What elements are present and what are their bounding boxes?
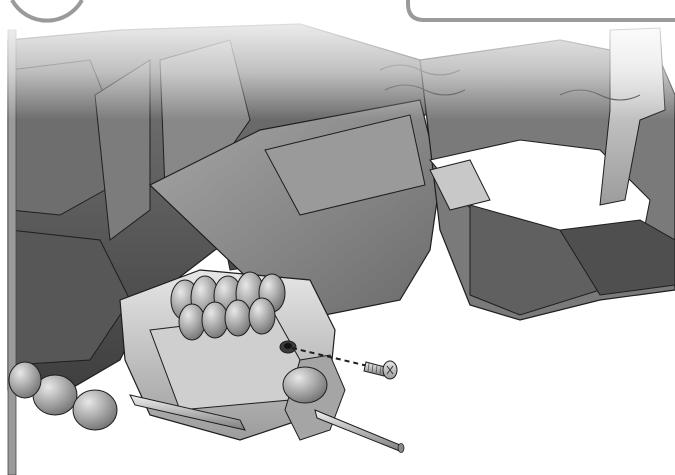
- gear-stack: [170, 271, 286, 341]
- assembly-guide-line: [291, 347, 369, 367]
- axle-shaft: [314, 409, 405, 453]
- screw-hole: [279, 340, 297, 354]
- step-badge: [10, 0, 84, 23]
- instruction-box: [406, 0, 675, 22]
- gearbox-assembly: [119, 269, 346, 441]
- mounting-screw: [363, 360, 398, 380]
